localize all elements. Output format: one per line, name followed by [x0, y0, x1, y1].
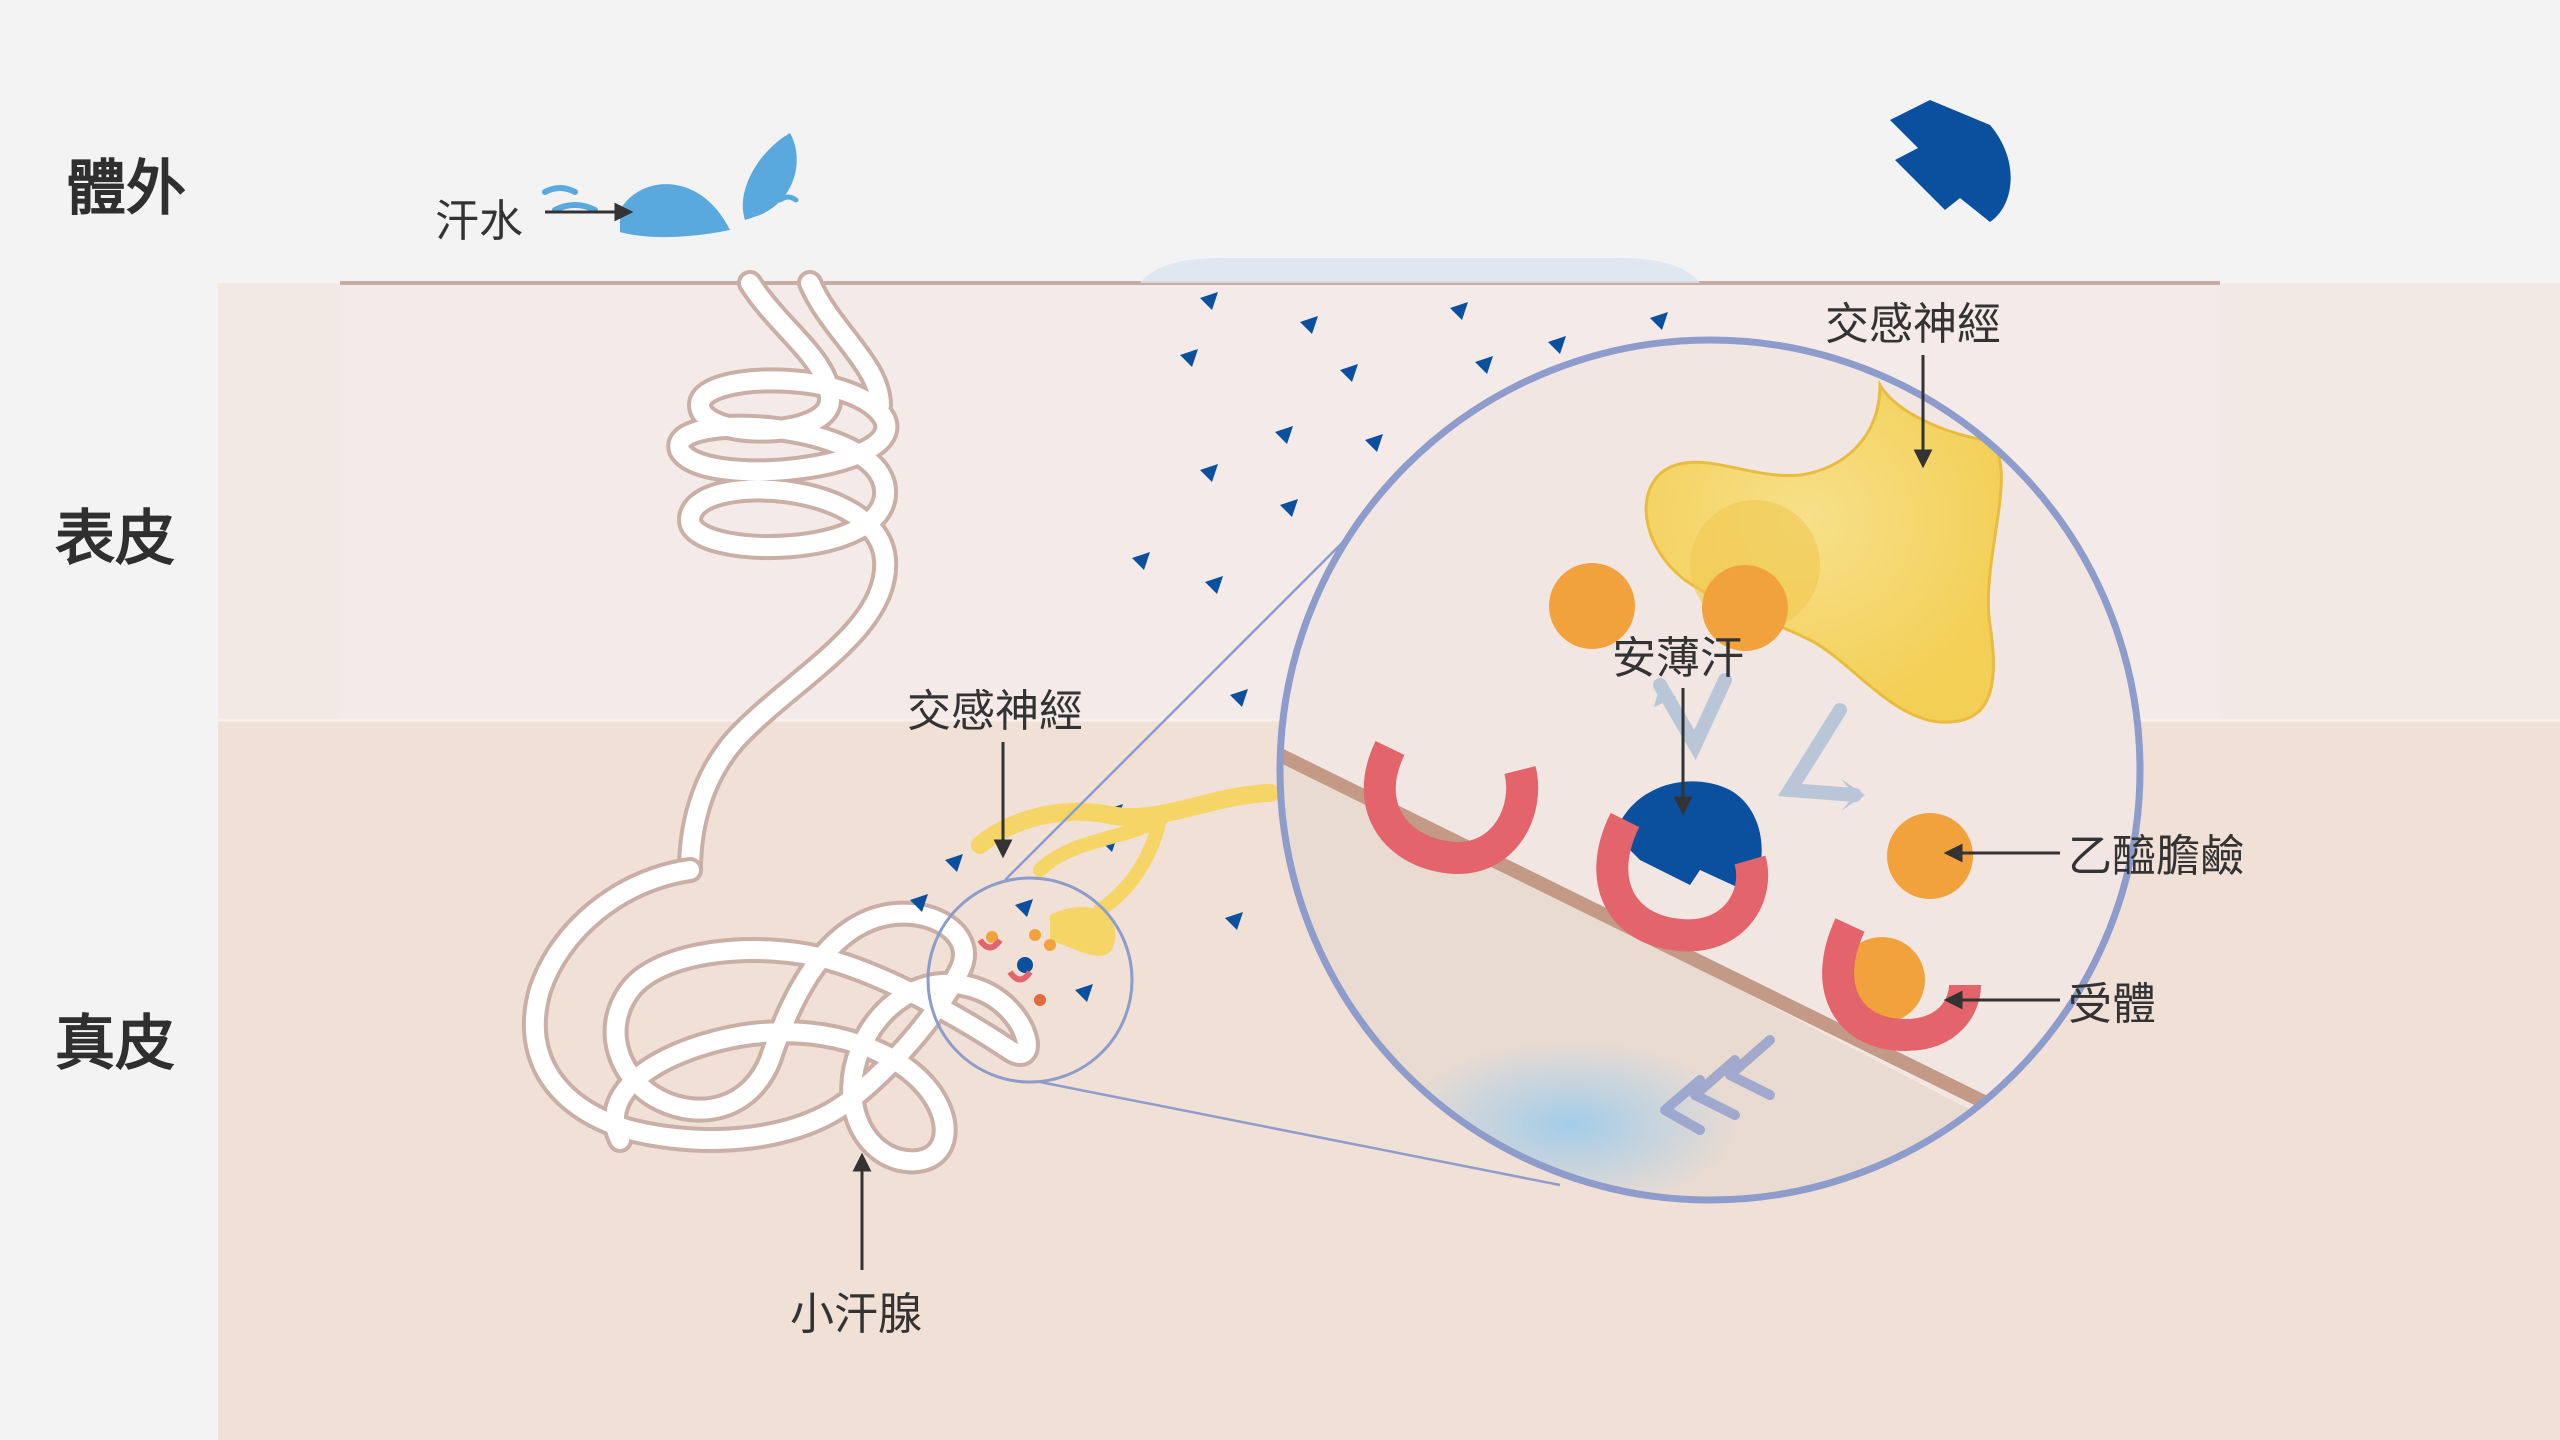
receptor-bound-acetylcholine: [1822, 918, 1981, 1052]
label-sweat: 汗水: [435, 196, 523, 247]
label-receptor: 受體: [2068, 979, 2156, 1030]
label-sweat-gland: 小汗腺: [790, 1289, 922, 1340]
small-zoom-circle: [926, 876, 1134, 1084]
receptor-blocked: [1596, 812, 1769, 952]
outflow-chevrons-icon: [1660, 1035, 1775, 1135]
label-sympathetic-nerve-small: 交感神經: [907, 686, 1083, 737]
label-sympathetic-nerve-top: 交感神經: [1825, 299, 2001, 350]
sweat-droplets: [542, 133, 799, 238]
callout-arrows: [545, 202, 2060, 1270]
acetylcholine-molecule: [1702, 565, 1788, 651]
layer-label-outside: 體外: [66, 154, 186, 224]
sweat-splash: [542, 185, 598, 213]
label-drug: 安薄汗: [1612, 633, 1744, 684]
nerve-terminal: [1644, 379, 2003, 724]
zoom-circle: [1276, 336, 2144, 1204]
drug-molecule-outside-icon: [1890, 100, 2011, 222]
zoom-connector-bottom: [1039, 1080, 1561, 1187]
drug-molecule-bound: [1615, 781, 1762, 893]
label-acetylcholine: 乙醯膽鹼: [2068, 831, 2244, 882]
release-arrow-right: [1777, 703, 1862, 802]
sweat-gland: [521, 270, 1040, 1175]
acetylcholine-molecule: [1887, 813, 1973, 899]
layer-label-dermis: 真皮: [55, 1009, 175, 1079]
sympathetic-nerve-small: [971, 784, 1279, 956]
release-arrow-left: [1653, 673, 1732, 761]
zoom-connector-top: [1004, 539, 1346, 881]
receptor-empty: [1363, 741, 1539, 874]
layer-label-epidermis: 表皮: [55, 504, 175, 574]
acetylcholine-molecule: [1549, 563, 1635, 649]
sweat-drop-large: [620, 184, 730, 238]
surface-bulge: [1140, 258, 1700, 283]
sweat-drop-falling: [742, 133, 797, 220]
